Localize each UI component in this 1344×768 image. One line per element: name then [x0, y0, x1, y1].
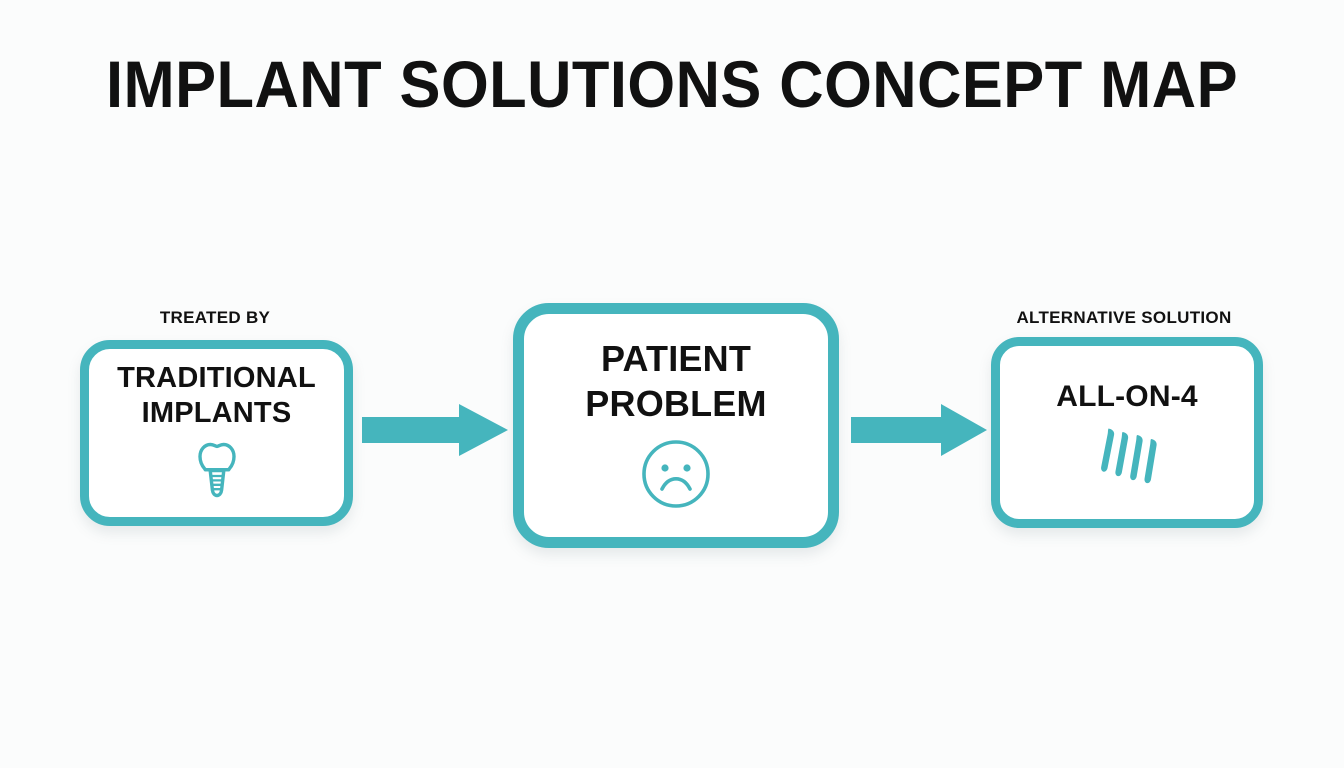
arrow-right-icon-2: [851, 404, 987, 456]
node-patient-problem[interactable]: PATIENT PROBLEM: [513, 303, 839, 548]
node-traditional-implants-line2: IMPLANTS: [141, 397, 292, 429]
node-traditional-implants[interactable]: TRADITIONAL IMPLANTS: [80, 340, 353, 526]
dental-implant-icon: [191, 439, 243, 501]
node-traditional-implants-line1: TRADITIONAL: [117, 362, 316, 394]
node-all-on-4-line1: ALL-ON-4: [1056, 379, 1198, 413]
arrow-right-icon-1: [362, 404, 508, 456]
node-patient-problem-line2: PROBLEM: [585, 382, 767, 424]
node-patient-problem-line1: PATIENT: [600, 337, 752, 379]
edge-label-treated-by: TREATED BY: [159, 308, 271, 327]
node-patient-problem-label: PATIENT PROBLEM: [585, 336, 766, 426]
page-title: IMPLANT SOLUTIONS CONCEPT MAP: [106, 47, 1238, 121]
node-all-on-4[interactable]: ALL-ON-4: [991, 337, 1263, 528]
edge-label-alternative-solution: ALTERNATIVE SOLUTION: [1016, 308, 1232, 327]
sad-face-icon: [640, 438, 712, 510]
four-implants-icon: [1095, 423, 1159, 485]
node-traditional-implants-label: TRADITIONAL IMPLANTS: [117, 361, 316, 431]
node-all-on-4-label: ALL-ON-4: [1056, 379, 1198, 415]
